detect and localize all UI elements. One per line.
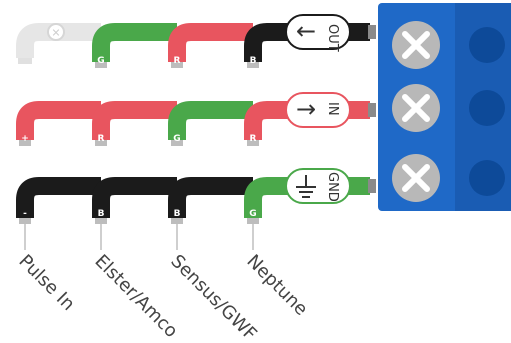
wire-sensus-gnd: B bbox=[168, 177, 253, 224]
pin-label: G bbox=[249, 209, 256, 219]
arrow-left-icon: ← bbox=[296, 17, 316, 45]
svg-text:✕: ✕ bbox=[51, 27, 60, 40]
pin-label: B bbox=[174, 209, 181, 219]
wire-pulse-in-gnd: - bbox=[16, 177, 101, 224]
wire-pulse-in-out-disabled: ✕ bbox=[16, 23, 101, 64]
pin-label: R bbox=[174, 56, 181, 66]
wire-pulse-in-in: + bbox=[16, 101, 101, 146]
row-gnd-wires: - B B G GND bbox=[16, 168, 376, 224]
row-in-wires: + R G R → IN bbox=[16, 92, 376, 146]
wire-elster-out: G bbox=[92, 23, 177, 68]
signal-label-out: ← OUT bbox=[285, 14, 351, 52]
wire-sensus-in: G bbox=[168, 101, 253, 146]
wire-elster-in: R bbox=[92, 101, 177, 146]
signal-text-out: OUT bbox=[325, 24, 340, 52]
signal-label-in: → IN bbox=[285, 92, 351, 128]
screw-terminal-in bbox=[392, 84, 505, 132]
pin-label: B bbox=[98, 209, 105, 219]
pin-label: - bbox=[23, 209, 27, 219]
wire-sensus-out: R bbox=[168, 23, 253, 68]
arrow-right-icon: → bbox=[296, 95, 316, 123]
signal-label-gnd: GND bbox=[285, 168, 351, 204]
row-out-wires: ✕ G R B ← OUT bbox=[16, 14, 376, 68]
wire-neptune-in: R bbox=[244, 101, 376, 146]
pin-label: + bbox=[21, 134, 29, 144]
pin-label: G bbox=[173, 134, 180, 144]
pin-label: R bbox=[98, 134, 105, 144]
screw-terminal-gnd bbox=[392, 154, 505, 202]
screw-terminal-out bbox=[392, 21, 505, 69]
disabled-x-icon bbox=[47, 23, 65, 41]
terminal-block bbox=[378, 3, 511, 211]
signal-text-in: IN bbox=[325, 102, 340, 116]
pin-label: B bbox=[250, 56, 257, 66]
pin-label: R bbox=[250, 134, 257, 144]
wire-neptune-out: B bbox=[244, 23, 376, 68]
wire-elster-gnd: B bbox=[92, 177, 177, 224]
pin-label: G bbox=[97, 56, 104, 66]
wire-neptune-gnd: G bbox=[244, 177, 376, 224]
ground-icon bbox=[296, 175, 316, 198]
column-label-neptune: Neptune bbox=[242, 251, 311, 320]
signal-text-gnd: GND bbox=[325, 172, 340, 202]
column-wire-stubs bbox=[24, 215, 254, 250]
column-label-pulse-in: Pulse In bbox=[14, 251, 78, 315]
